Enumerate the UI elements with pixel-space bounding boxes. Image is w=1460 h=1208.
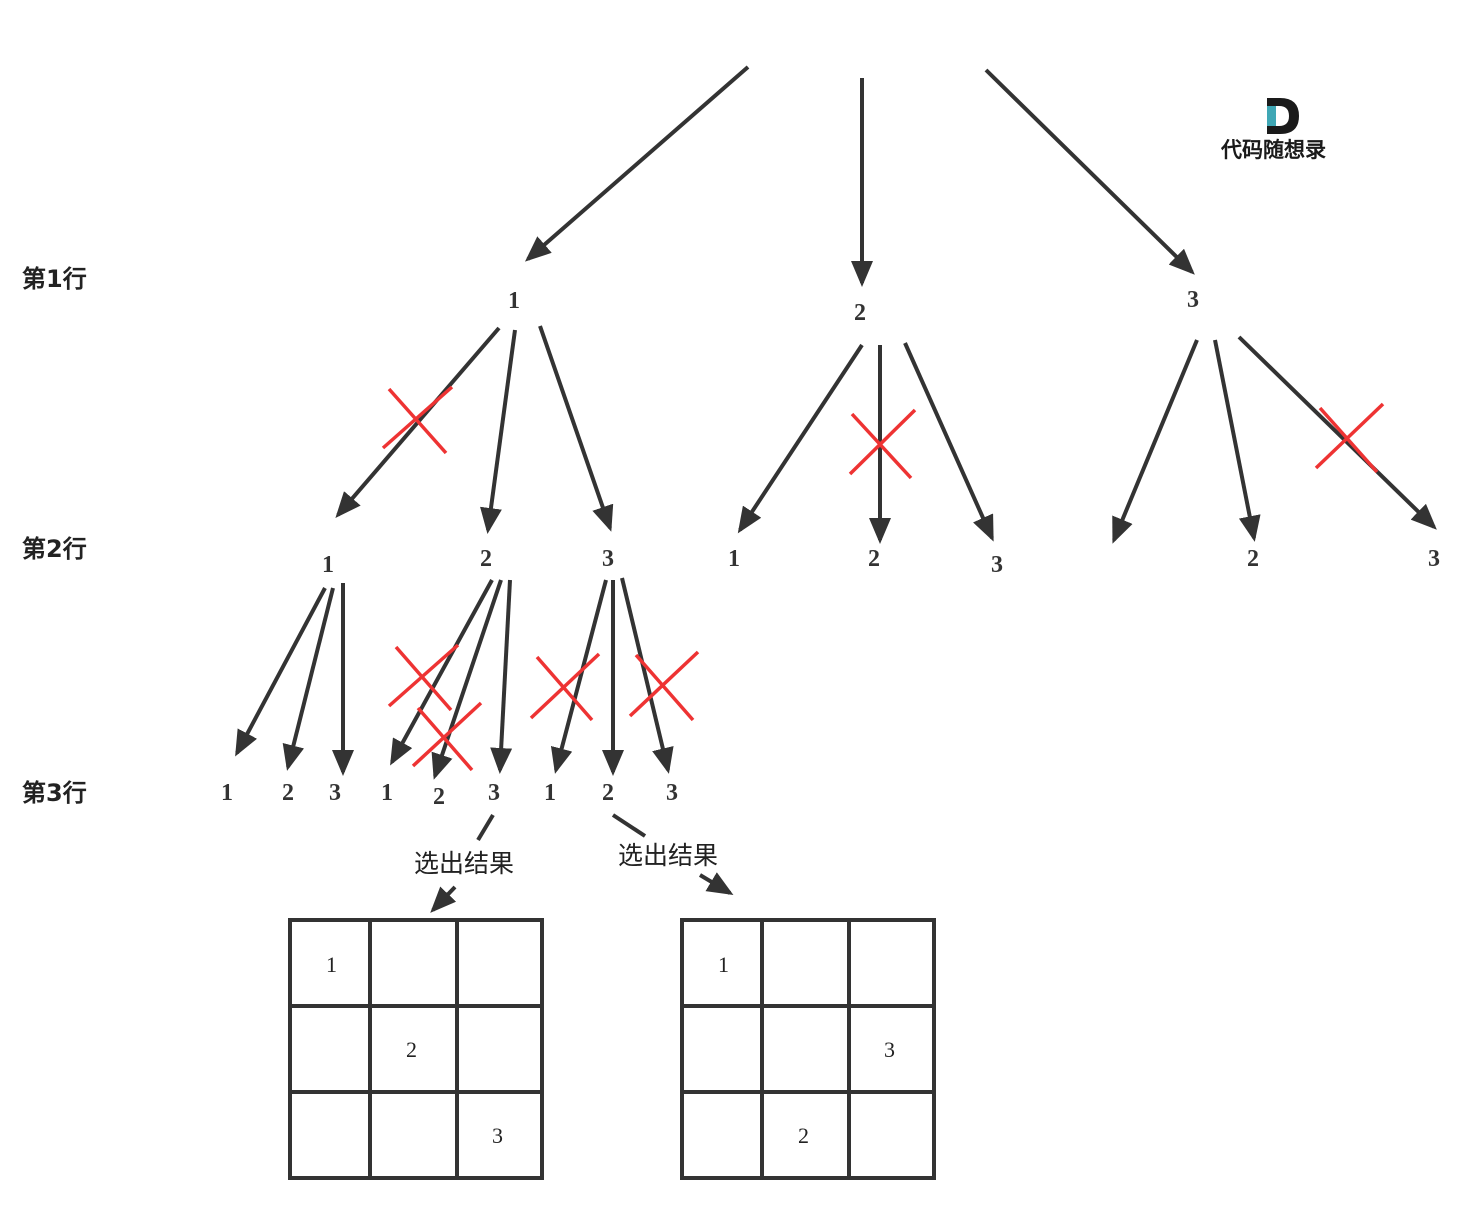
node-l2-b: 2 [480, 546, 492, 572]
edge-13-to-3 [620, 577, 674, 774]
cross-12-2 [411, 701, 483, 772]
node-l2-h: 3 [1428, 546, 1440, 572]
edge-13-to-1 [550, 579, 608, 774]
node-l3-d: 1 [381, 780, 393, 806]
logo-d-icon [1267, 98, 1299, 134]
node-l3-b: 2 [282, 780, 294, 806]
board1-cell-2-2: 3 [492, 1123, 503, 1148]
edge-12-to-2 [431, 579, 503, 780]
node-l2-d: 1 [728, 546, 740, 572]
level3-nodes: 1 2 3 1 2 3 1 2 3 [221, 780, 678, 810]
result-board-left-cells: 1 2 3 [326, 952, 503, 1148]
node-l3-i: 3 [666, 780, 678, 806]
edge-12-to-1 [390, 579, 494, 766]
node-l1-a: 1 [508, 288, 520, 314]
cross-2-2 [848, 408, 917, 480]
level2-nodes: 1 2 3 1 2 3 2 3 [322, 546, 1440, 578]
edge-12-to-3 [490, 579, 513, 774]
node-l1-c: 3 [1187, 287, 1199, 313]
result-board-left [288, 918, 544, 1180]
cross-12-1 [387, 643, 460, 712]
node-l2-e: 2 [868, 546, 880, 572]
edge-3-to-1 [1112, 339, 1199, 544]
level1-nodes: 1 2 3 [508, 287, 1199, 326]
node-l3-f: 3 [488, 780, 500, 806]
result-pointer-left-top [476, 813, 495, 842]
node-l2-a: 1 [322, 552, 334, 578]
node-l3-a: 1 [221, 780, 233, 806]
board2-cell-1-2: 3 [884, 1037, 895, 1062]
node-l3-e: 2 [433, 784, 445, 810]
edge-1-to-2 [480, 329, 517, 534]
result-board-right-cells: 1 3 2 [718, 952, 895, 1148]
edge-3-to-3 [1237, 335, 1437, 530]
result-board-right [680, 918, 936, 1180]
cross-13-3 [628, 650, 700, 722]
edge-11-to-1 [235, 587, 327, 757]
edge-2-to-1 [737, 343, 864, 534]
edges [235, 65, 1437, 913]
node-l1-b: 2 [854, 300, 866, 326]
board1-cell-0-0: 1 [326, 952, 337, 977]
cross-13-1 [529, 652, 601, 722]
board1-cell-1-1: 2 [406, 1037, 417, 1062]
node-l2-g: 2 [1247, 546, 1259, 572]
result-pointer-left-bottom [430, 885, 457, 913]
node-l2-c: 3 [602, 546, 614, 572]
node-l3-g: 1 [544, 780, 556, 806]
logo-text: 代码随想录 [1220, 138, 1326, 162]
cross-1-1 [381, 385, 454, 455]
board2-cell-2-1: 2 [798, 1123, 809, 1148]
row-label-1: 第1行 [22, 265, 87, 293]
edge-root-to-1 [524, 65, 750, 262]
cross-3-3 [1314, 402, 1385, 474]
node-l3-h: 2 [602, 780, 614, 806]
row-label-2: 第2行 [22, 535, 87, 563]
edge-3-to-2 [1213, 339, 1261, 542]
node-l2-f: 3 [991, 552, 1003, 578]
row-label-3: 第3行 [22, 779, 87, 807]
edge-2-to-3 [903, 342, 994, 542]
edge-11-to-2 [282, 587, 335, 771]
pruned-marks [381, 385, 1385, 772]
result-pointer-right-top [611, 813, 647, 838]
board2-cell-0-0: 1 [718, 952, 729, 977]
edge-root-to-3 [984, 68, 1195, 275]
row-labels: 第1行 第2行 第3行 [22, 265, 87, 807]
edge-1-to-3 [538, 325, 614, 532]
logo: 代码随想录 [1220, 98, 1326, 162]
result-pointer-right-bottom [698, 872, 734, 896]
caption-right: 选出结果 [618, 841, 718, 870]
node-l3-c: 3 [329, 780, 341, 806]
caption-left: 选出结果 [414, 849, 514, 878]
